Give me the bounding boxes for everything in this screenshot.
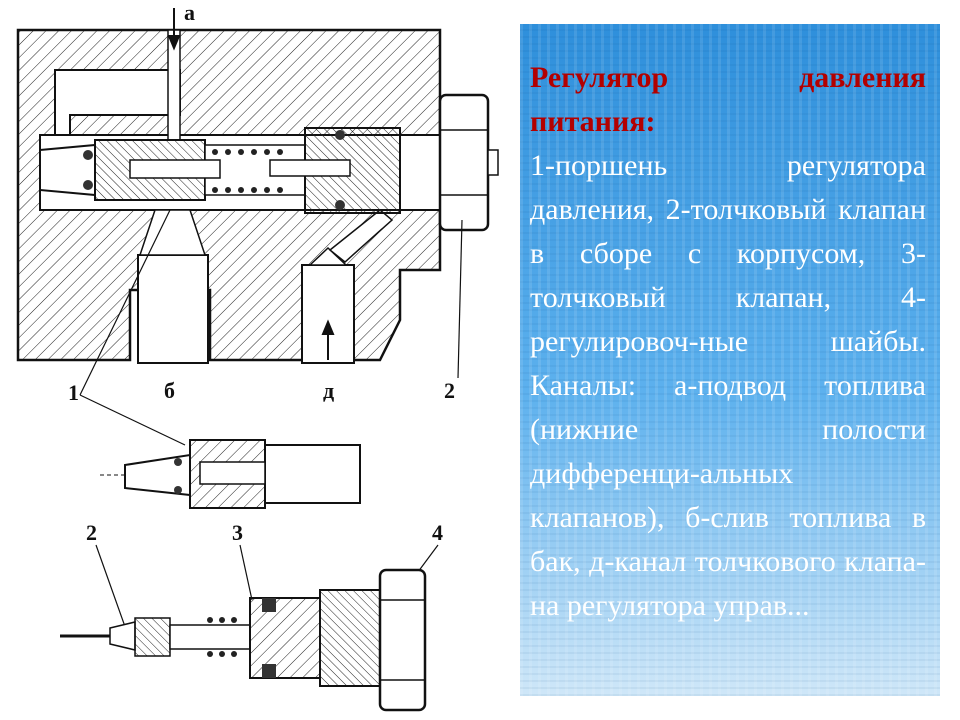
part-4-label: 4 (432, 520, 443, 545)
slide-text: Регулятор давления питания: 1-поршень ре… (530, 56, 926, 628)
slide-title: Регулятор давления питания: (530, 61, 926, 138)
part-3-label: 3 (232, 520, 243, 545)
part-2-label-bottom: 2 (86, 520, 97, 545)
piston-assembly (39, 127, 401, 214)
flow-arrows (167, 8, 335, 360)
slide-body: 1-поршень регулятора давления, 2-толчков… (530, 149, 926, 622)
leader-lines (79, 209, 463, 636)
channel-d-label: д (323, 378, 334, 403)
part-2-label-top: 2 (444, 378, 455, 403)
channel-b-label: б (164, 378, 175, 403)
valve-body-part (100, 439, 361, 509)
part-1-label: 1 (68, 380, 79, 405)
adjusting-nut (438, 93, 499, 232)
technical-drawing: а б д 1 2 2 3 4 (16, 0, 499, 712)
channel-a-label: а (184, 0, 195, 25)
bottom-valve-assembly (60, 568, 427, 712)
slide-text-panel: Регулятор давления питания: 1-поршень ре… (520, 24, 940, 696)
